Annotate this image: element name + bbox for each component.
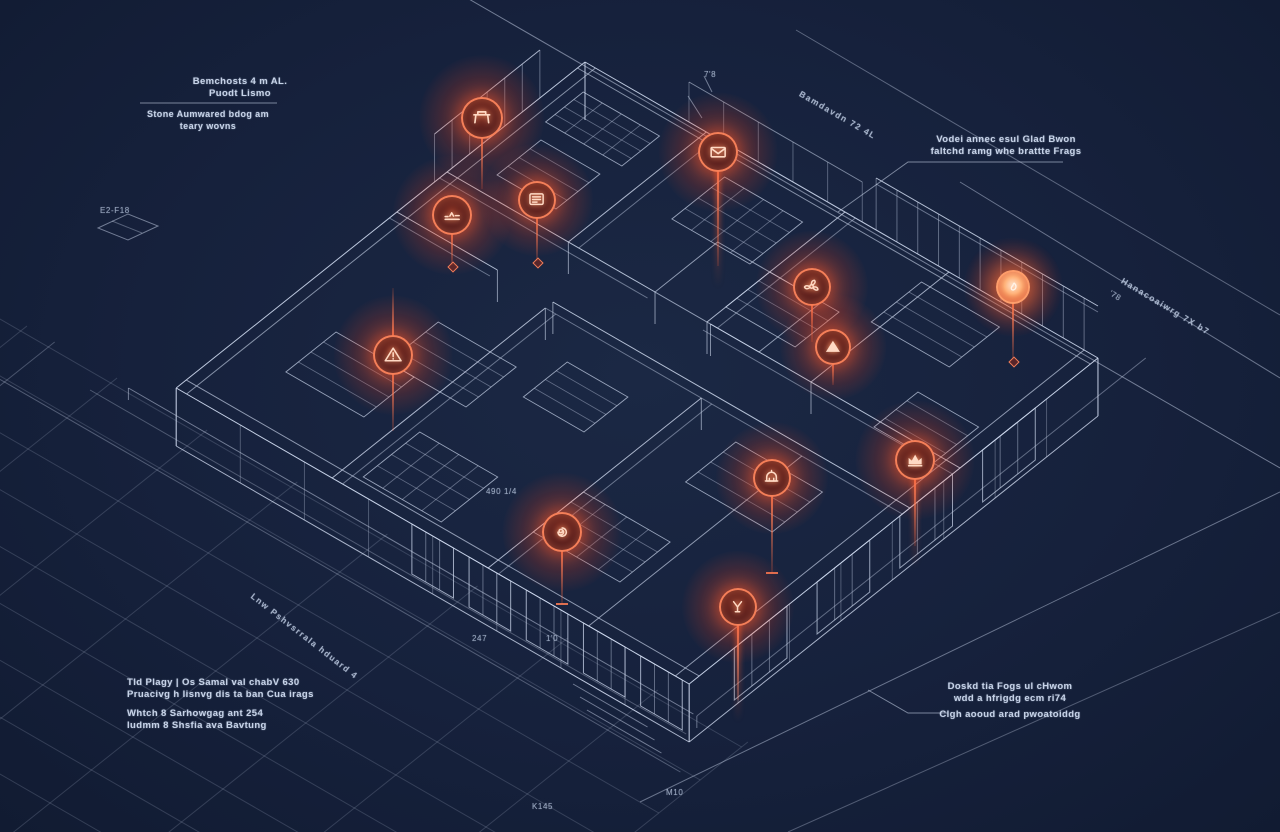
swirl-icon — [542, 512, 582, 552]
dimension-label: 7'8 — [704, 70, 717, 79]
desk-icon — [461, 97, 503, 139]
hand-icon — [719, 588, 757, 626]
annotation-top-left-sub: Stone Aumwared bdog am teary wovns — [140, 109, 276, 132]
triangle-solid-icon — [815, 329, 851, 365]
marker-stem — [717, 167, 719, 266]
stem-tip-diamond — [531, 257, 544, 269]
marker-stem — [771, 492, 773, 573]
triangle-outline-icon — [373, 335, 413, 375]
left-dimension-label: Lnw Pshvsrrala hduard 4 — [248, 591, 361, 682]
annotation-top-right: Vodei annec esul Glad Bwon faltchd ramg … — [930, 134, 1082, 157]
annotation-bottom-right: Doskd tia Fogs ul cHwom wdd a hfrigdg ec… — [935, 681, 1085, 721]
annotation-line: Doskd tia Fogs ul cHwom — [947, 681, 1073, 692]
marker-stem — [536, 214, 538, 261]
flame-orb-icon — [996, 270, 1030, 304]
dimension-label: M10 — [666, 788, 684, 797]
marker-stem — [737, 621, 739, 700]
marker-stem — [832, 360, 834, 385]
annotation-line: faltchd ramg whe brattte Frags — [930, 145, 1082, 157]
dimension-label: K145 — [532, 802, 554, 811]
annotation-bottom-left: Tld Plagy | Os Samal val chabV 630 Pruac… — [127, 677, 367, 731]
dimension-label: 247 — [472, 634, 488, 643]
annotation-line: Stone Aumwared bdog am teary wovns — [147, 109, 269, 131]
annotation-line: Whtch 8 Sarhowgag ant 254 — [127, 708, 264, 719]
marker-stem — [1012, 299, 1014, 360]
roof-dimension-label: Bamdavdn 72 4L — [797, 88, 878, 141]
annotation-line: wdd a hfrigdg ecm ri74 — [953, 692, 1067, 704]
annotation-line: Vodei annec esul Glad Bwon — [936, 134, 1076, 145]
annotation-top-left: Bemchosts 4 m AL. Puodt Lismo — [160, 76, 320, 99]
marker-stem — [811, 301, 813, 342]
marker-stem — [481, 134, 483, 189]
stem-tip-bar — [556, 603, 568, 605]
annotation-line: Clgh aooud arad pwoatoiddg — [939, 709, 1081, 720]
annotation-line: Puodt Lismo — [209, 87, 271, 99]
annotation-line: Tld Plagy | Os Samal val chabV 630 — [127, 677, 300, 688]
annotation-line: Bemchosts 4 m AL. — [192, 76, 288, 87]
dimension-label: 1'0 — [546, 634, 559, 643]
screen-icon — [518, 181, 556, 219]
mail-icon — [698, 132, 738, 172]
tools-icon — [432, 195, 472, 235]
annotation-line: Pruacivg h lisnvg dis ta ban Cua irags — [127, 688, 314, 700]
crown-solid-icon — [895, 440, 935, 480]
dimension-label: '78 — [1107, 288, 1123, 303]
annotation-line: ludmm 8 Shsfia ava Bavtung — [127, 719, 267, 731]
marker-stem — [451, 230, 453, 265]
dimension-label: E2-F18 — [100, 206, 130, 215]
marker-stem — [914, 475, 916, 546]
stem-tip-bar — [766, 572, 778, 574]
fan-icon — [793, 268, 831, 306]
marker-stem — [561, 547, 563, 604]
stem-tip-diamond — [1007, 356, 1020, 368]
crown-outline-icon — [753, 459, 791, 497]
marker-stem-up — [392, 288, 394, 340]
marker-stem — [392, 370, 394, 431]
dimension-label: 490 1/4 — [486, 487, 517, 496]
right-dimension-label: Hanacoaiwrg 7X b7 — [1119, 275, 1212, 337]
